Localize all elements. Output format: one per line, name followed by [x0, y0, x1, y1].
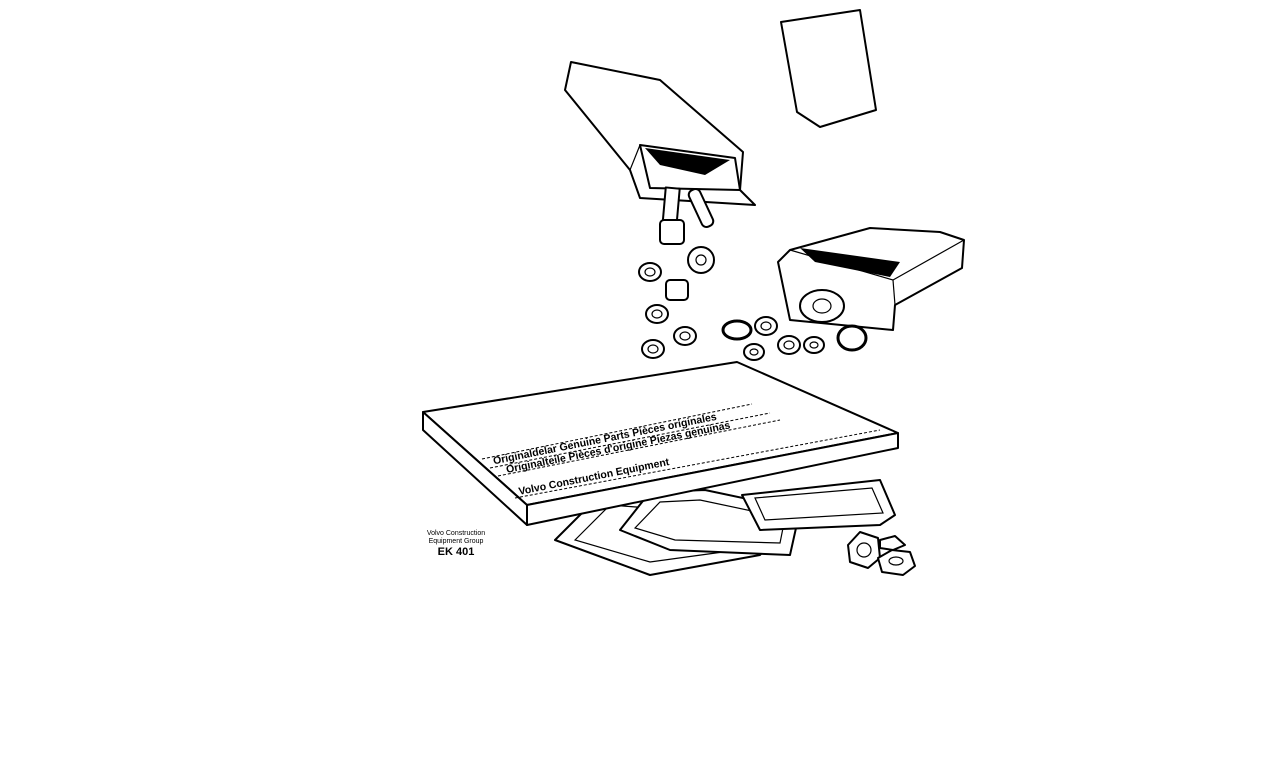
gear-parts	[659, 186, 715, 301]
figure-caption: Volvo Construction Equipment Group EK 40…	[420, 530, 492, 559]
caption-company-line2: Equipment Group	[428, 538, 484, 545]
open-box-top	[564, 61, 756, 206]
caption-code: EK 401	[437, 546, 475, 558]
closed-box	[780, 9, 877, 128]
washers	[638, 262, 868, 361]
caption-company-line1: Volvo Construction	[426, 530, 486, 537]
parts-catalog-book: Originaldelar Genuine Parts Pièces origi…	[422, 361, 899, 526]
gaskets	[554, 479, 896, 576]
nuts	[847, 531, 916, 576]
